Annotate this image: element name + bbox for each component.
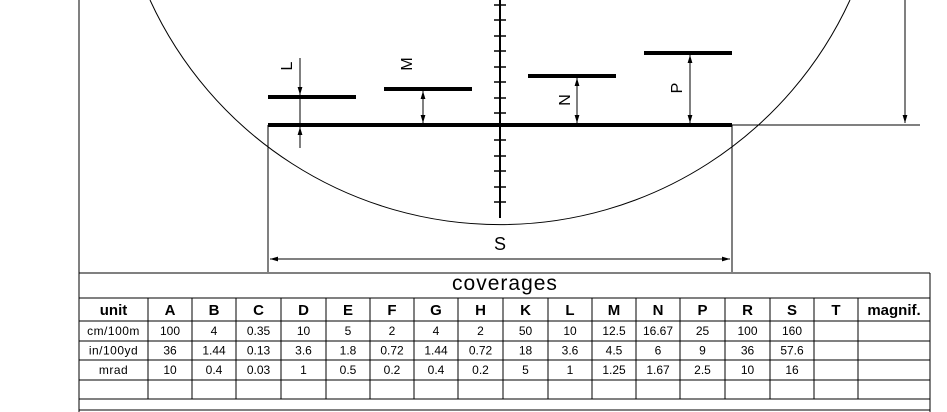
table-cell: 1.67 [646,363,670,377]
table-cell: 0.72 [380,344,404,358]
table-header-cell: F [387,302,396,319]
dimension-label-l: L [279,61,296,70]
table-cell: 50 [519,324,533,338]
table-cell: 2.5 [694,363,711,377]
table-header-cell: T [831,302,840,319]
table-cell: 5 [522,363,529,377]
table-header-cell: M [608,302,621,319]
table-header-cell: B [209,302,220,319]
table-title: coverages [452,272,558,295]
table-cell: 3.6 [295,344,312,358]
table-cell: 4.5 [606,344,623,358]
table-cell: 10 [297,324,311,338]
table-cell: 10 [163,363,177,377]
table-cell: 9 [699,344,706,358]
table-cell: 0.03 [247,363,271,377]
table-cell: 1.44 [424,344,448,358]
table-cell: 36 [163,344,177,358]
table-cell: 4 [433,324,440,338]
table-header-cell: unit [100,302,128,319]
table-header-cell: magnif. [867,302,920,319]
table-cell: 16.67 [643,324,673,338]
table-cell: 0.5 [340,363,357,377]
table-header-cell: C [253,302,264,319]
table-cell: 4 [211,324,218,338]
table-cell: 0.72 [469,344,493,358]
dimension-label-s: S [494,234,506,254]
dimension-label-m: M [399,57,416,70]
table-header-cell: K [520,302,531,319]
table-cell: 0.35 [247,324,271,338]
table-cell: 160 [782,324,802,338]
table-cell: 10 [563,324,577,338]
table-header-cell: E [343,302,353,319]
table-header-cell: N [653,302,664,319]
table-cell: 3.6 [562,344,579,358]
table-cell: 2 [389,324,396,338]
table-cell: 0.4 [428,363,445,377]
crosshair-ticks [494,4,506,203]
table-cell: 1 [300,363,307,377]
table-header-cell: P [697,302,707,319]
table-cell: 100 [160,324,180,338]
table-unit-cell: in/100yd [89,344,138,358]
table-cell: 36 [741,344,755,358]
table-header-cell: L [565,302,574,319]
table-cell: 100 [737,324,757,338]
table-cell: 5 [345,324,352,338]
table-cell: 16 [785,363,799,377]
table-cell: 0.2 [472,363,489,377]
table-header-cell: D [298,302,309,319]
table-cell: 1.8 [340,344,357,358]
table-cell: 0.13 [247,344,271,358]
table-header-cell: R [742,302,753,319]
dimension-label-n: N [557,94,574,106]
table-cell: 10 [741,363,755,377]
table-cell: 1.44 [202,344,226,358]
table-header-cell: A [165,302,176,319]
table-cell: 2 [477,324,484,338]
table-cell: 1.25 [602,363,626,377]
table-header-cell: G [430,302,442,319]
table-unit-cell: mrad [99,363,128,377]
table-cell: 12.5 [602,324,626,338]
table-cell: 6 [655,344,662,358]
reticle-circle [149,0,851,226]
table-cell: 25 [696,324,710,338]
table-cell: 1 [567,363,574,377]
table-cell: 57.6 [780,344,804,358]
table-cell: 0.2 [384,363,401,377]
table-header-cell: S [787,302,797,319]
dimension-label-p: P [669,83,686,94]
table-unit-cell: cm/100m [87,324,140,338]
table-header-cell: H [475,302,486,319]
table-cell: 18 [519,344,533,358]
table-cell: 0.4 [206,363,223,377]
